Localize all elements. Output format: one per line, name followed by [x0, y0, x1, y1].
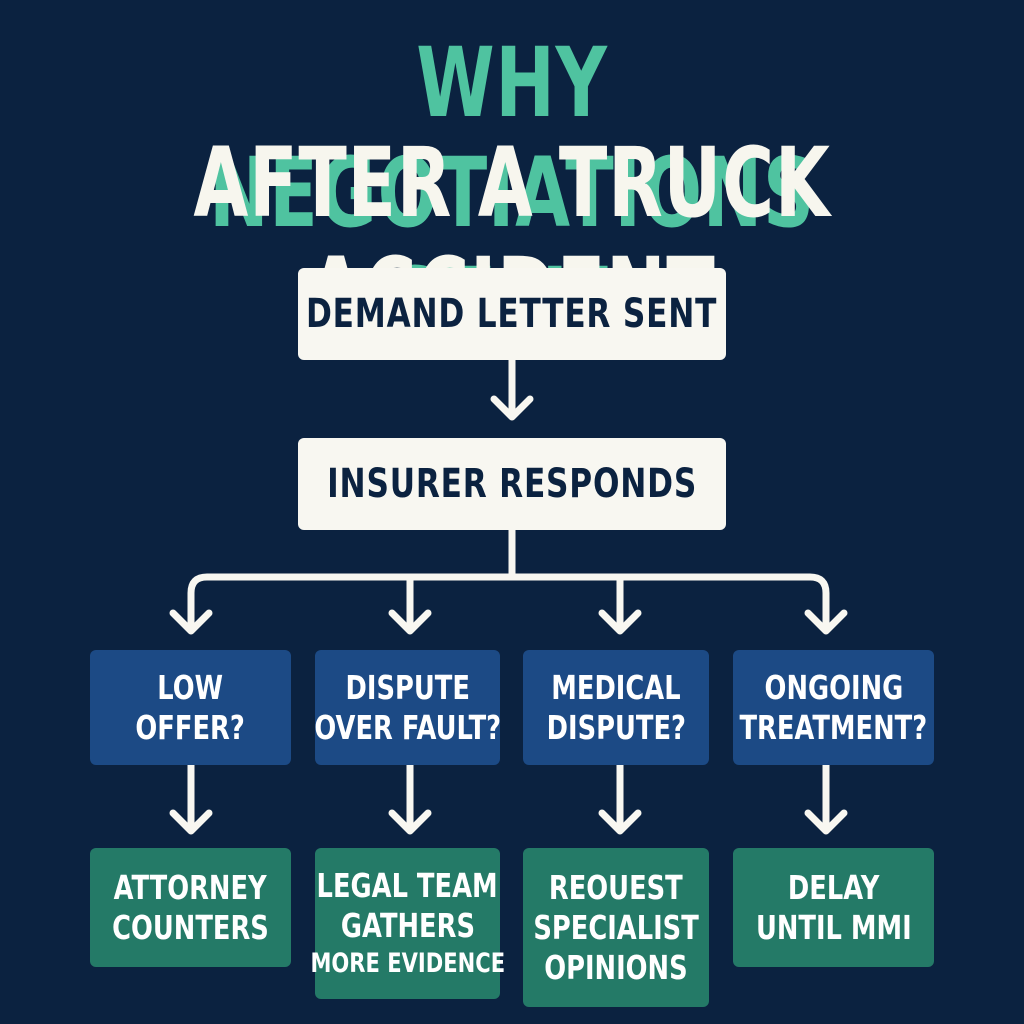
arrowhead-outcome-2	[388, 809, 432, 835]
question-line: OVER FAULT?	[314, 707, 501, 747]
outcome-line: UNTIL MMI	[755, 907, 912, 947]
outcome-line: OPINIONS	[544, 947, 688, 987]
outcome-line: MORE EVIDENCE	[310, 947, 505, 979]
outcome-request-specialist-opinions: REOUEST SPECIALIST OPINIONS	[523, 848, 709, 1007]
question-line: DISPUTE	[345, 667, 470, 707]
arrowhead-outcome-4	[804, 809, 848, 835]
question-ongoing-treatment: ONGOING TREATMENT?	[733, 650, 934, 765]
outcome-delay-until-mmi: DELAY UNTIL MMI	[733, 848, 934, 967]
outcome-legal-team-gathers: LEGAL TEAM GATHERS MORE EVIDENCE	[310, 848, 505, 999]
outcome-line: GATHERS	[340, 905, 475, 945]
arrowhead-outcome-1	[169, 809, 213, 835]
outcome-line: REOUEST	[549, 867, 683, 907]
question-medical-dispute: MEDICAL DISPUTE?	[523, 650, 709, 765]
step-insurer-responds: INSURER RESPONDS	[298, 438, 726, 530]
question-line: LOW	[157, 667, 224, 707]
outcome-line: LEGAL TEAM	[316, 865, 499, 905]
arrowhead-question-4	[804, 609, 848, 635]
question-line: DISPUTE?	[546, 707, 686, 747]
outcome-line: DELAY	[787, 867, 880, 907]
question-low-offer: LOW OFFER?	[90, 650, 291, 765]
branch-bus	[187, 573, 830, 629]
question-line: ONGOING	[764, 667, 903, 707]
arrowhead-question-3	[598, 609, 642, 635]
question-dispute-over-fault: DISPUTE OVER FAULT?	[314, 650, 501, 765]
arrowhead-question-1	[169, 609, 213, 635]
outcome-line: COUNTERS	[112, 907, 269, 947]
arrowhead-outcome-3	[598, 809, 642, 835]
question-line: TREATMENT?	[739, 707, 928, 747]
arrowhead-question-2	[388, 609, 432, 635]
step-demand-letter-sent: DEMAND LETTER SENT	[298, 268, 726, 360]
step-label: INSURER RESPONDS	[327, 461, 697, 507]
step-label: DEMAND LETTER SENT	[306, 291, 718, 337]
outcome-attorney-counters: ATTORNEY COUNTERS	[90, 848, 291, 967]
outcome-line: SPECIALIST	[533, 907, 699, 947]
question-line: OFFER?	[135, 707, 246, 747]
question-line: MEDICAL	[551, 667, 681, 707]
outcome-line: ATTORNEY	[113, 867, 268, 907]
arrowhead-step2	[490, 395, 534, 421]
